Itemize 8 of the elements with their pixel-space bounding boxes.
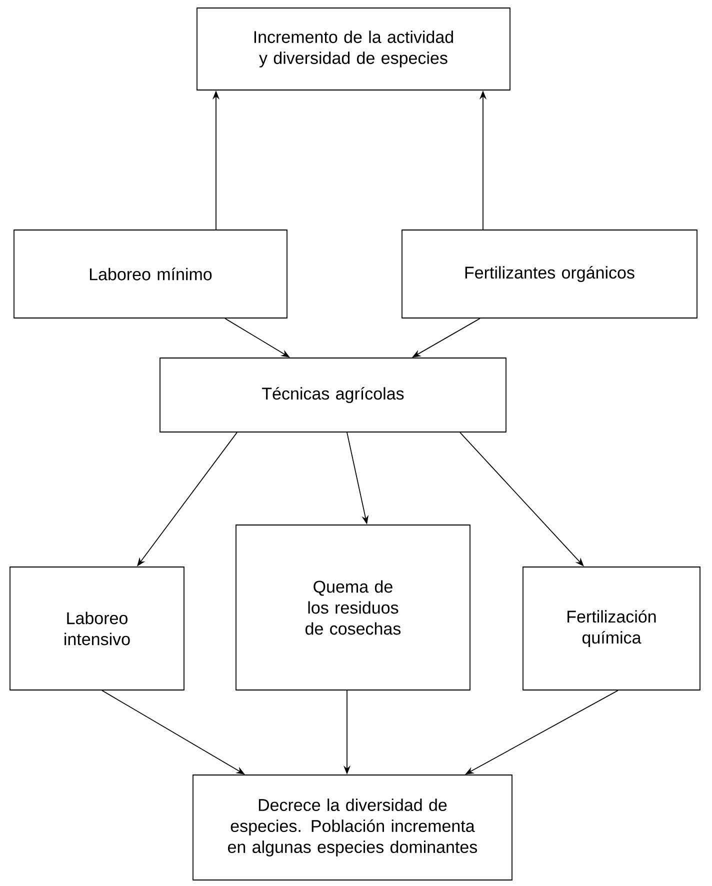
process-box: Fertilización química <box>522 566 700 690</box>
process-box: Técnicas agrícolas <box>160 358 506 432</box>
process-box: Fertilizantes orgánicos <box>402 230 698 318</box>
process-box: Quema de los residuos de cosechas <box>236 524 470 690</box>
process-box: Laboreo intensivo <box>10 566 184 690</box>
process-box: Decrece la diversidad de especies. Población incrementa en algunas especies dominantes <box>192 774 512 880</box>
process-box: Laboreo mínimo <box>14 230 288 318</box>
process-box: Incremento de la actividad y diversidad de especies <box>196 8 510 90</box>
